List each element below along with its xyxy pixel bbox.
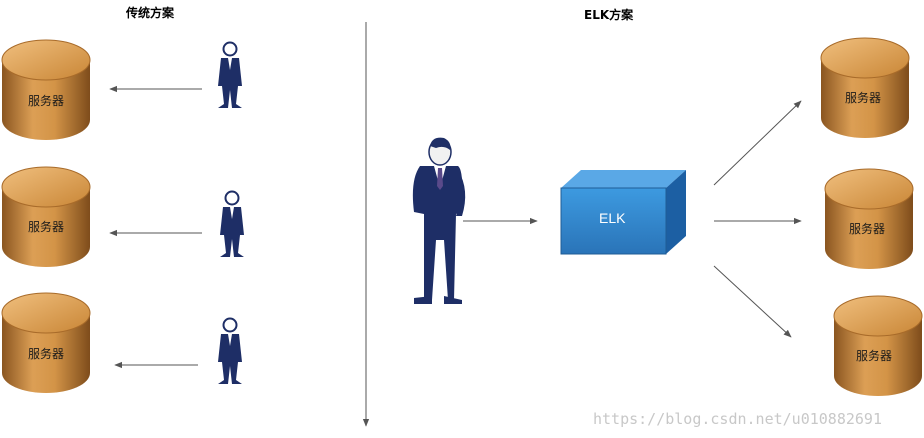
server-cylinder: 服务器 [820, 37, 910, 139]
server-label: 服务器 [849, 221, 885, 236]
businessman-icon [412, 137, 466, 304]
traditional-title: 传统方案 [125, 5, 175, 20]
server-cylinder: 服务器 [1, 292, 91, 394]
person-icon [217, 41, 243, 109]
server-cylinder: 服务器 [1, 39, 91, 141]
watermark: https://blog.csdn.net/u010882691 [593, 410, 882, 428]
person-icon [219, 190, 245, 258]
server-label: 服务器 [28, 346, 64, 361]
server-label: 服务器 [28, 219, 64, 234]
server-cylinder: 服务器 [833, 295, 923, 397]
elk-title: ELK方案 [584, 7, 634, 22]
server-label: 服务器 [856, 348, 892, 363]
elk-to-server-arrow [713, 265, 792, 338]
elk-box: ELK [560, 170, 686, 255]
server-label: 服务器 [28, 93, 64, 108]
elk-label: ELK [599, 210, 626, 226]
server-cylinder: 服务器 [1, 166, 91, 268]
person-icon [217, 317, 243, 385]
server-cylinder: 服务器 [824, 168, 914, 270]
server-label: 服务器 [845, 90, 881, 105]
elk-to-server-arrow [713, 100, 802, 186]
